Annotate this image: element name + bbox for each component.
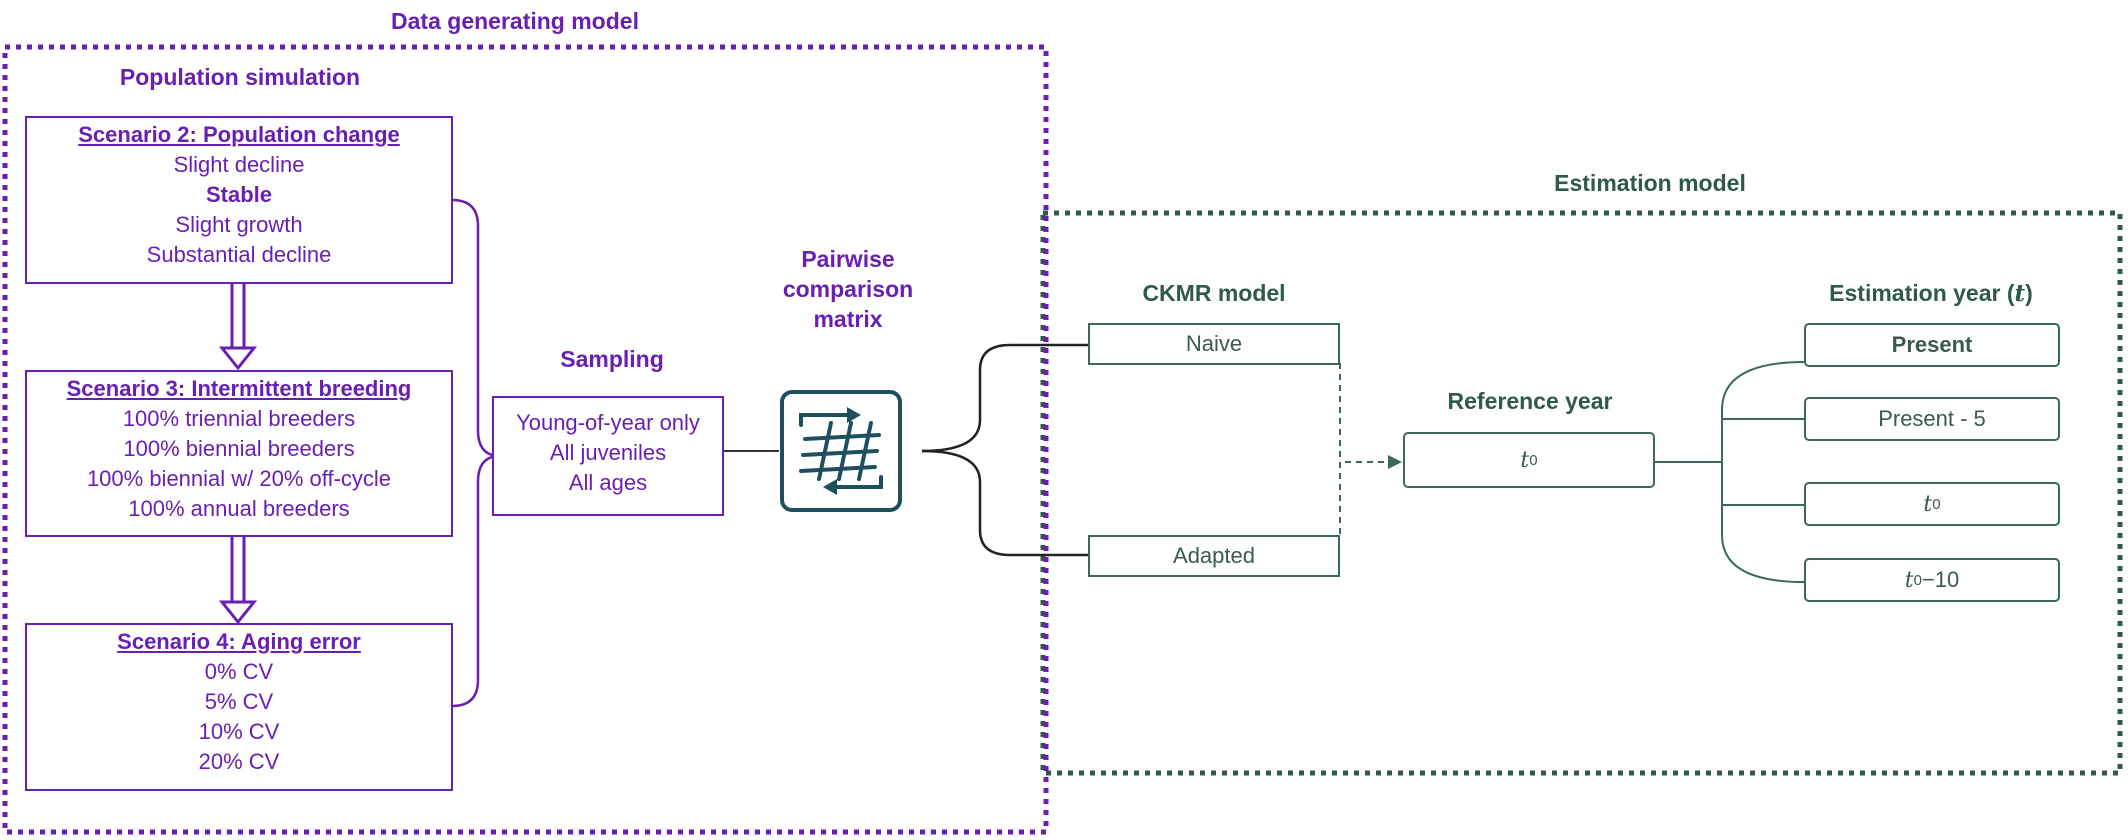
estimation-year-option: Present - 5 bbox=[1804, 397, 2060, 441]
scenario-3-box: Scenario 3: Intermittent breeding 100% t… bbox=[25, 370, 453, 537]
ckmr-adapted-box: Adapted bbox=[1088, 535, 1340, 577]
data-generating-model-title: Data generating model bbox=[391, 8, 639, 34]
scenario-2-item: Stable bbox=[205, 182, 273, 207]
scenario-3-item: 100% biennial w/ 20% off-cycle bbox=[86, 466, 392, 491]
matrix-to-naive-line bbox=[921, 343, 1088, 453]
estimation-year-bracket bbox=[1721, 361, 1805, 583]
scenario-2-item: Slight decline bbox=[173, 152, 305, 177]
estimation-year-option: Present bbox=[1804, 323, 2060, 367]
scenario-4-item: 0% CV bbox=[204, 659, 274, 684]
sampling-item: Young-of-year only bbox=[516, 410, 700, 435]
sampling-item: All juveniles bbox=[549, 440, 667, 465]
sampling-box: Young-of-year only All juveniles All age… bbox=[492, 396, 724, 516]
scenario-4-title: Scenario 4: Aging error bbox=[117, 629, 361, 654]
scenario-4-item: 5% CV bbox=[204, 689, 274, 714]
sampling-item: All ages bbox=[568, 470, 648, 495]
estimation-model-title: Estimation model bbox=[1554, 170, 1746, 196]
scenario-3-item: 100% annual breeders bbox=[128, 496, 350, 521]
scenario-4-box: Scenario 4: Aging error 0% CV 5% CV 10% … bbox=[25, 623, 453, 791]
estimation-year-title: Estimation year (t) bbox=[1829, 280, 2033, 307]
population-simulation-title: Population simulation bbox=[119, 64, 361, 90]
scenario-3-title: Scenario 3: Intermittent breeding bbox=[66, 376, 412, 401]
sampling-title: Sampling bbox=[560, 346, 664, 372]
reference-year-title: Reference year bbox=[1447, 388, 1613, 414]
scenario-2-item: Slight growth bbox=[175, 212, 303, 237]
scenario-4-item: 10% CV bbox=[198, 719, 280, 744]
matrix-to-adapted-line bbox=[921, 449, 1088, 557]
scenario-3-item: 100% triennial breeders bbox=[122, 406, 356, 431]
pairwise-title: Pairwise comparison matrix bbox=[748, 244, 948, 334]
pairwise-title-line: Pairwise bbox=[801, 246, 895, 272]
scenario-3-item: 100% biennial breeders bbox=[123, 436, 355, 461]
scenario-2-item: Substantial decline bbox=[146, 242, 332, 267]
scenario-4-item: 20% CV bbox=[198, 749, 280, 774]
scenario-arrow-1 bbox=[218, 284, 258, 371]
estimation-year-present-minus-5: Present - 5 bbox=[1878, 406, 1986, 431]
ckmr-naive-label: Naive bbox=[1185, 331, 1243, 356]
grid-matrix-icon bbox=[779, 389, 903, 513]
data-generating-model-frame bbox=[2, 44, 1049, 835]
pairwise-title-line: comparison bbox=[782, 276, 914, 302]
ckmr-naive-box: Naive bbox=[1088, 323, 1340, 365]
estimation-model-frame bbox=[1040, 210, 2123, 776]
scenario-arrow-2 bbox=[218, 537, 258, 625]
scenario-2-box: Scenario 2: Population change Slight dec… bbox=[25, 116, 453, 284]
ckmr-model-title: CKMR model bbox=[1142, 280, 1286, 306]
pairwise-title-line: matrix bbox=[813, 306, 883, 332]
scenario-2-title: Scenario 2: Population change bbox=[78, 122, 400, 147]
ckmr-adapted-label: Adapted bbox=[1173, 543, 1255, 568]
estimation-year-present: Present bbox=[1891, 332, 1973, 357]
